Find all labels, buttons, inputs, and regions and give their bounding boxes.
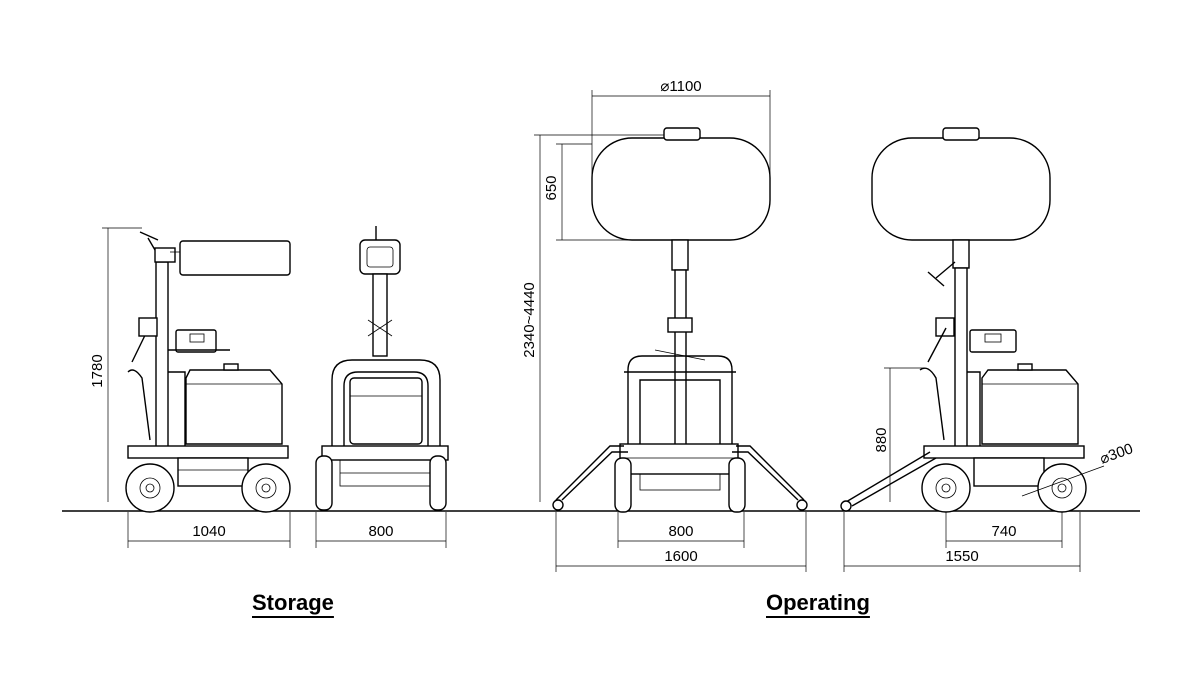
- operating-front-view: [552, 127, 808, 513]
- dim-mast-height-range: 2340~4440: [521, 282, 538, 358]
- dim-operating-front-width: 800: [668, 523, 693, 540]
- operating-side-view: [840, 127, 1087, 513]
- dim-balloon-height: 650: [543, 175, 560, 200]
- storage-front-view: [315, 226, 449, 511]
- caption-operating: Operating: [766, 590, 870, 615]
- dim-operating-outrigger-span: 1600: [664, 548, 697, 565]
- dim-storage-side-length: 1040: [192, 523, 225, 540]
- dim-operating-side-height: 880: [873, 427, 890, 452]
- dim-operating-side-length: 1550: [945, 548, 978, 565]
- dim-operating-wheelbase: 740: [991, 523, 1016, 540]
- dim-wheel-diameter: ⌀300: [1098, 440, 1136, 468]
- dim-balloon-diameter: ⌀1100: [660, 78, 701, 95]
- dim-storage-height: 1780: [89, 354, 106, 387]
- dim-storage-front-width: 800: [368, 523, 393, 540]
- caption-storage: Storage: [252, 590, 334, 615]
- storage-side-view: [125, 231, 291, 513]
